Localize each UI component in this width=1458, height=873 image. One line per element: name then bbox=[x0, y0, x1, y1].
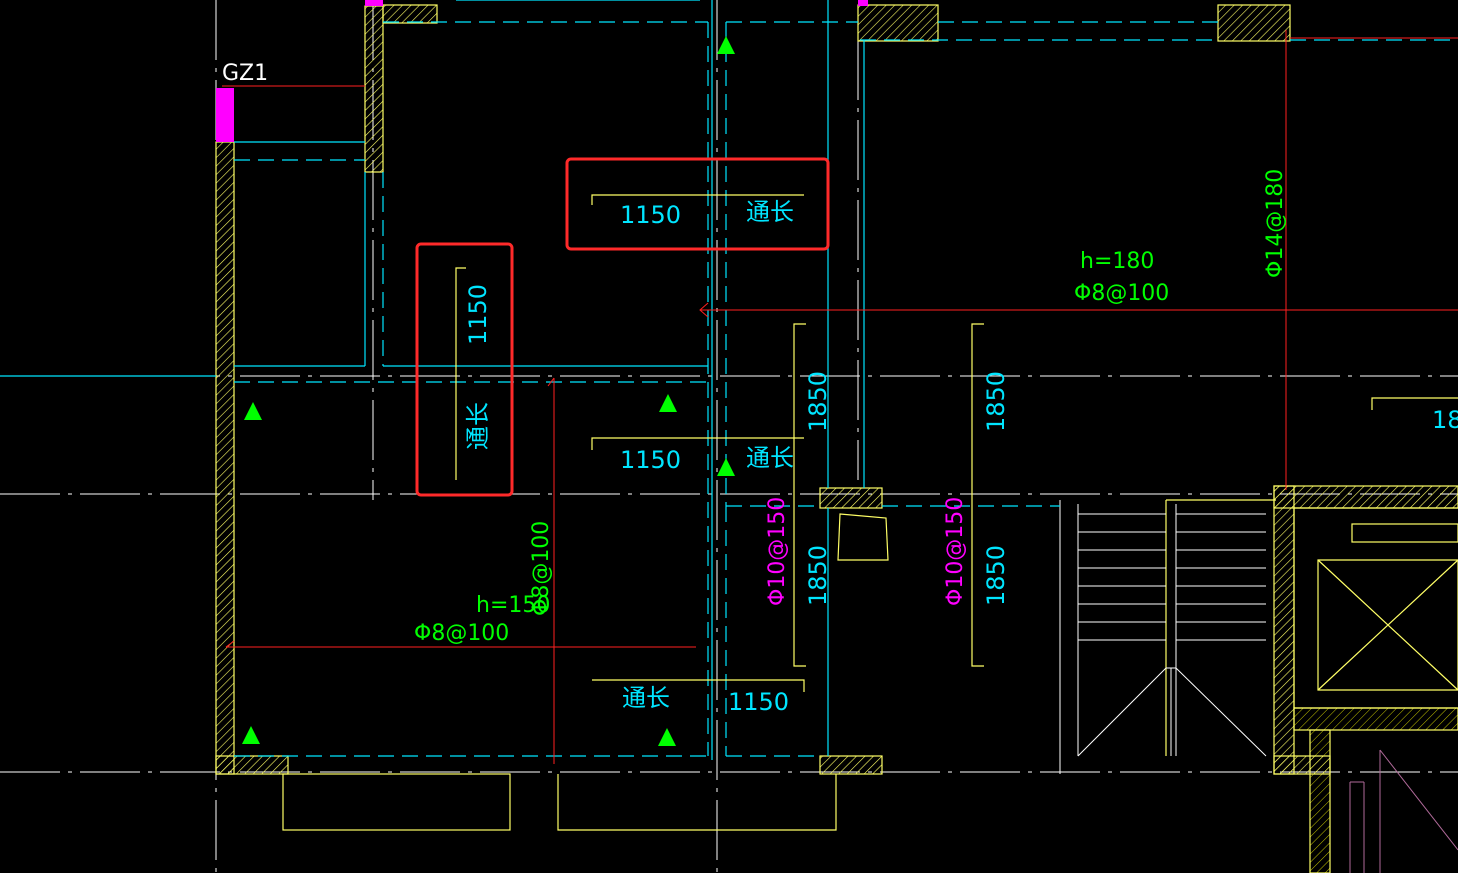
reinf-d10-b: Φ10@150 bbox=[943, 497, 968, 606]
support-triangle-icon bbox=[717, 458, 735, 476]
highlight-box-horizontal[interactable] bbox=[565, 157, 830, 251]
len-185-partial: 185 bbox=[1432, 406, 1458, 434]
column-top-marker bbox=[365, 0, 383, 6]
through-mid: 通长 bbox=[746, 444, 794, 472]
red-reinforcement bbox=[225, 30, 1458, 764]
through-vertical: 通长 bbox=[464, 402, 492, 450]
column-gz1[interactable] bbox=[216, 88, 234, 142]
slab-right-vert: Φ14@180 bbox=[1263, 169, 1288, 278]
len-1150-mid: 1150 bbox=[620, 446, 681, 474]
len-1850-d: 1850 bbox=[982, 545, 1010, 606]
len-1850-a: 1850 bbox=[804, 371, 832, 432]
len-1850-c: 1850 bbox=[982, 371, 1010, 432]
support-triangle-icon bbox=[242, 726, 260, 744]
support-triangle-icon bbox=[659, 394, 677, 412]
shaft-lines bbox=[1349, 749, 1458, 873]
len-1850-b: 1850 bbox=[804, 545, 832, 606]
support-triangle-icon bbox=[244, 402, 262, 420]
slab-right-thickness: h=180 bbox=[1080, 249, 1154, 274]
column-top-marker bbox=[858, 0, 868, 6]
through-bottom: 通长 bbox=[622, 684, 670, 712]
len-1150-vertical: 1150 bbox=[464, 284, 492, 345]
support-triangle-icon bbox=[658, 728, 676, 746]
slab-left-reinf: Φ8@100 bbox=[414, 621, 509, 646]
column-label-gz1: GZ1 bbox=[222, 61, 268, 86]
beam-lines bbox=[0, 0, 1458, 760]
slab-right-reinf: Φ8@100 bbox=[1074, 281, 1169, 306]
rebar-labels: 1150 通长 1150 通长 通长 1150 1150 通长 1850 185… bbox=[464, 198, 1458, 716]
len-1150-bottom: 1150 bbox=[728, 688, 789, 716]
support-triangle-icon bbox=[717, 36, 735, 54]
slab-left-thickness: h=150 bbox=[476, 593, 550, 618]
slab-notes: h=180 Φ8@100 Φ14@180 h=150 Φ8@100 Φ8@100… bbox=[414, 169, 1288, 646]
reinf-d10-a: Φ10@150 bbox=[765, 497, 790, 606]
highlight-boxes bbox=[415, 157, 830, 497]
stair bbox=[1059, 500, 1267, 774]
len-1150-top: 1150 bbox=[620, 201, 681, 229]
through-top: 通长 bbox=[746, 198, 794, 226]
support-markers bbox=[242, 36, 735, 746]
yellow-outlines bbox=[282, 499, 1458, 831]
highlight-box-vertical[interactable] bbox=[415, 242, 514, 497]
hatched-walls bbox=[215, 4, 1458, 873]
slab-left-vert: Φ8@100 bbox=[529, 521, 554, 616]
rebar-brackets bbox=[455, 194, 1458, 692]
